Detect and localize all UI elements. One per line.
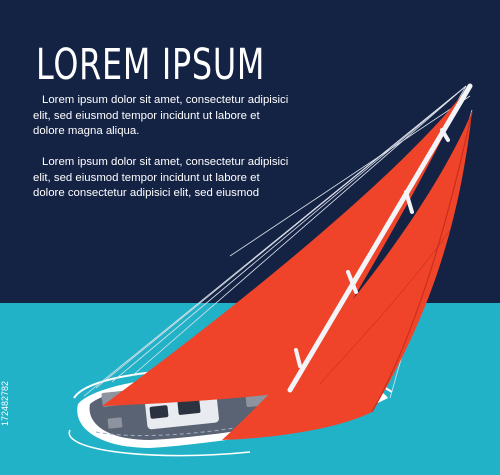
stock-id-label: 172482782 xyxy=(0,380,10,426)
body-paragraph-1: Lorem ipsum dolor sit amet, consectetur … xyxy=(33,94,289,137)
body-paragraph-2: Lorem ipsum dolor sit amet, consectetur … xyxy=(33,156,289,199)
mast xyxy=(287,83,473,393)
headsail xyxy=(222,112,472,440)
poster-title: LOREM IPSUM xyxy=(36,40,266,90)
mainsail xyxy=(102,92,464,406)
